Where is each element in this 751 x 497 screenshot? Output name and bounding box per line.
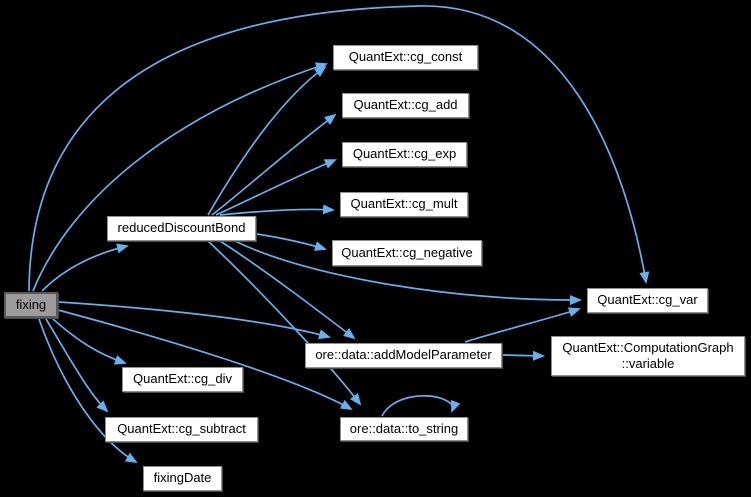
node-cg_negative[interactable]: QuantExt::cg_negative	[332, 240, 482, 266]
node-addModelParameter[interactable]: ore::data::addModelParameter	[305, 343, 502, 368]
node-reducedDiscountBond[interactable]: reducedDiscountBond	[107, 216, 256, 241]
node-fixingDate[interactable]: fixingDate	[143, 466, 222, 491]
node-fixing: fixing	[4, 292, 58, 318]
edge-fixing-cg_subtract	[45, 318, 109, 413]
edge-reducedDiscountBond-cg_const	[207, 65, 327, 216]
edge-fixing-cg_div	[52, 318, 127, 365]
edge-reducedDiscountBond-cg_mult	[219, 204, 335, 216]
node-cg_exp[interactable]: QuantExt::cg_exp	[342, 142, 467, 167]
node-cg_mult[interactable]: QuantExt::cg_mult	[340, 192, 468, 217]
edge-reducedDiscountBond-cg_negative	[256, 233, 327, 251]
node-cg_subtract[interactable]: QuantExt::cg_subtract	[105, 417, 258, 442]
edge-fixing-to_string	[57, 309, 353, 410]
node-cg_add[interactable]: QuantExt::cg_add	[342, 93, 469, 118]
edge-fixing-reducedDiscountBond	[41, 243, 129, 292]
edge-addModelParameter-variable	[502, 350, 545, 361]
edge-fixing-cg_const	[32, 62, 328, 292]
edge-reducedDiscountBond-cg_exp	[215, 159, 337, 216]
edge-reducedDiscountBond-to_string	[207, 240, 362, 406]
node-cg_var[interactable]: QuantExt::cg_var	[587, 288, 708, 313]
node-cg_div[interactable]: QuantExt::cg_div	[122, 367, 243, 392]
edge-fixing-fixingDate	[38, 318, 138, 464]
edge-fixing-addModelParameter	[58, 301, 331, 340]
edge-reducedDiscountBond-addModelParameter	[219, 240, 356, 340]
node-cg_const[interactable]: QuantExt::cg_const	[333, 45, 478, 70]
edge-reducedDiscountBond-cg_add	[211, 113, 337, 216]
node-to_string[interactable]: ore::data::to_string	[340, 417, 468, 441]
edge-addModelParameter-cg_var	[464, 307, 581, 343]
edge-reducedDiscountBond-cg_var	[234, 240, 582, 306]
edge-fixing-cg_var	[28, 5, 650, 292]
edge-to_string-self-loop	[381, 395, 461, 417]
node-computationgraph-variable[interactable]: QuantExt::ComputationGraph ::variable	[551, 336, 745, 376]
